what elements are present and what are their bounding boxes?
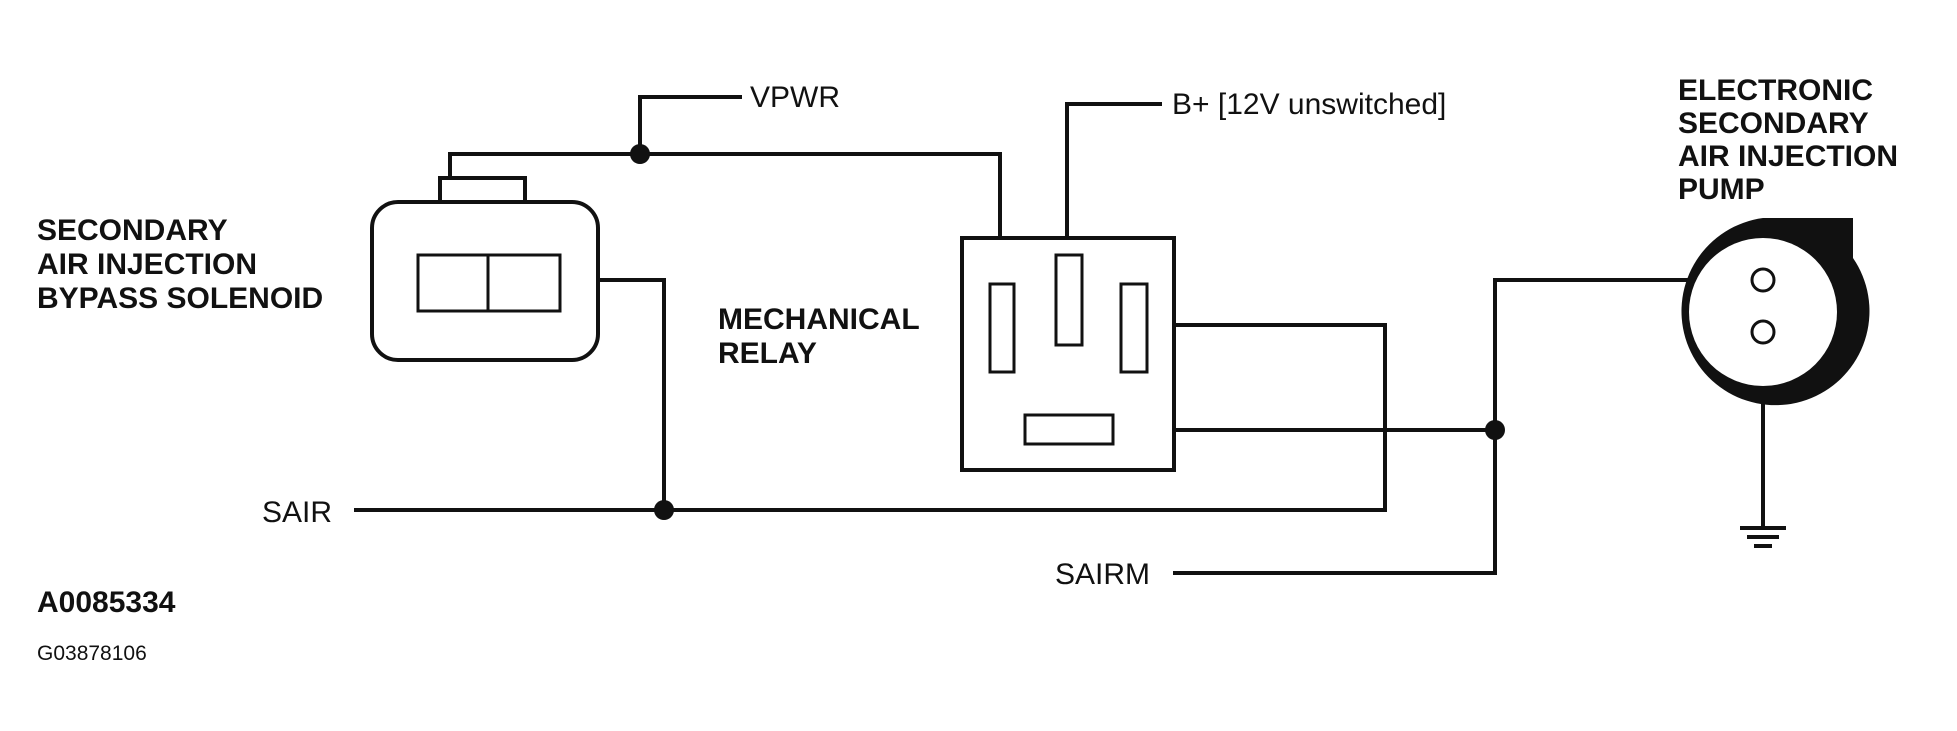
solenoid-terminal-left — [416, 253, 490, 313]
relay-label-1: MECHANICAL — [718, 303, 920, 336]
mechanical-relay — [960, 236, 1176, 472]
ground-icon — [1740, 526, 1786, 548]
wire-vpwr-stub — [638, 95, 742, 156]
pump-label-3: AIR INJECTION — [1678, 140, 1898, 173]
relay-pin-3 — [1119, 282, 1149, 374]
solenoid-label-2: AIR INJECTION — [37, 248, 257, 281]
pump-label-4: PUMP — [1678, 173, 1765, 206]
solenoid-tab — [438, 176, 527, 204]
relay-pin-2 — [1054, 253, 1084, 347]
junction-pump-feed — [1485, 420, 1505, 440]
figure-id: A0085334 — [37, 586, 176, 619]
solenoid-label-3: BYPASS SOLENOID — [37, 282, 323, 315]
pump-terminal-1 — [1750, 267, 1776, 293]
solenoid-label-1: SECONDARY — [37, 214, 228, 247]
pump-label-1: ELECTRONIC — [1678, 74, 1873, 107]
signal-sairm-label: SAIRM — [1055, 558, 1150, 591]
air-injection-pump — [1681, 218, 1870, 406]
junction-vpwr — [630, 144, 650, 164]
relay-pin-4 — [1023, 413, 1115, 446]
pump-terminal-2 — [1750, 319, 1776, 345]
pump-label-2: SECONDARY — [1678, 107, 1869, 140]
graphic-id: G03878106 — [37, 642, 147, 665]
wire-bplus — [1065, 102, 1162, 257]
pump-housing-inner — [1689, 238, 1837, 386]
solenoid-terminal-right — [486, 253, 562, 313]
labels: SECONDARY AIR INJECTION BYPASS SOLENOID … — [37, 74, 1898, 665]
signal-sair-label: SAIR — [262, 496, 332, 529]
bypass-solenoid — [370, 176, 600, 362]
junctions — [630, 144, 1505, 520]
relay-pin-1 — [988, 282, 1016, 374]
wire-sair-bus — [354, 323, 1387, 512]
signal-bplus-label: B+ [12V unswitched] — [1172, 88, 1446, 121]
relay-label-2: RELAY — [718, 337, 817, 370]
signal-vpwr-label: VPWR — [750, 81, 840, 114]
junction-sair — [654, 500, 674, 520]
